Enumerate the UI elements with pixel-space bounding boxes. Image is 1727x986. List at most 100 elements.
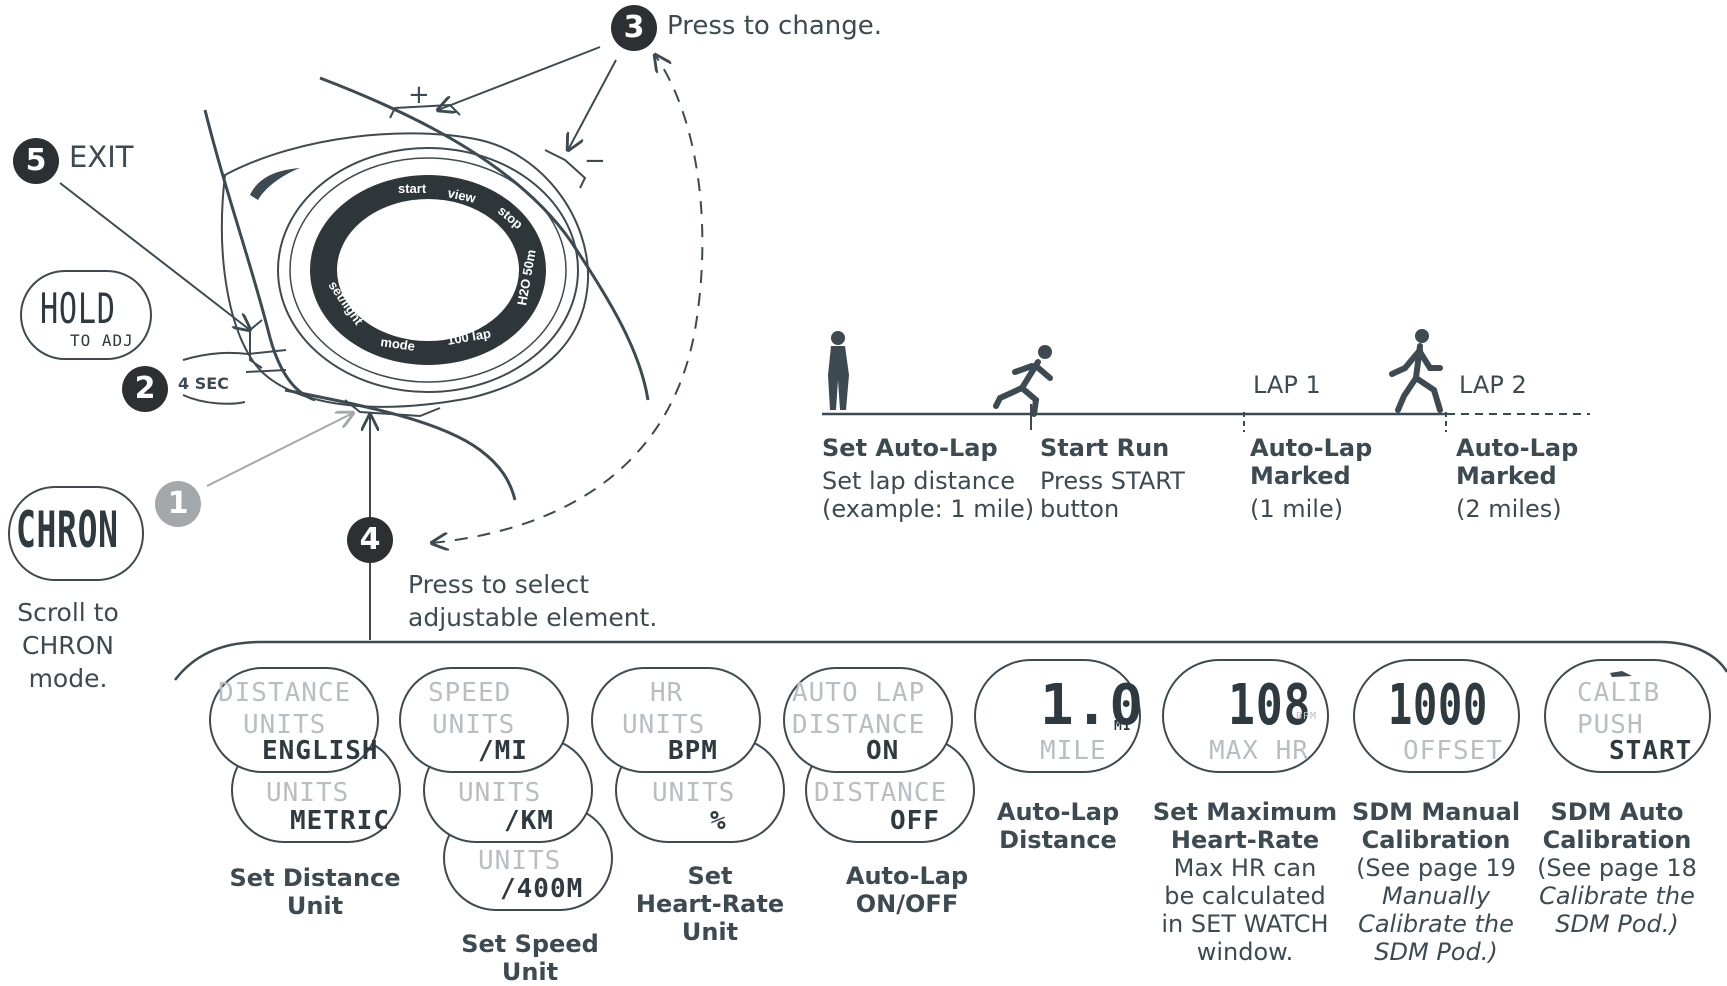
step-lap2-title2: Marked [1456, 462, 1557, 490]
calib-screen [1544, 659, 1711, 773]
autolap-screen-line2: DISTANCE [792, 710, 926, 740]
press-to-select-label: Press to select [408, 570, 590, 599]
arrow-step3-minus [568, 59, 617, 150]
calib-screen-start: START [1609, 736, 1693, 766]
hold-display [20, 270, 152, 360]
step-set-autolap-line1: Set lap distance [822, 467, 1015, 495]
autolap-screen-off: OFF [890, 806, 940, 836]
lcd-screen-shapes [209, 659, 1711, 911]
step-set-autolap-title: Set Auto-Lap [822, 434, 998, 462]
running-runner-icon [1389, 329, 1443, 413]
dist-screen-english: ENGLISH [262, 736, 379, 766]
speed-screen-400m: /400M [500, 874, 584, 904]
arrow-step5-exit [59, 182, 250, 330]
caption-manual-2: Calibration [1361, 826, 1511, 854]
caption-maxhr-3: Max HR can [1173, 854, 1317, 882]
mile-screen-unit: MI [1114, 719, 1132, 734]
step-lap1-title: Auto-Lap [1250, 434, 1373, 462]
step-1-badge: 1 [155, 481, 201, 527]
bottom-bracket [174, 640, 1727, 681]
caption-autolap-2: ON/OFF [855, 890, 959, 918]
mile-screen [974, 659, 1141, 773]
dist-screen-units2: UNITS [266, 778, 350, 808]
step-5-badge: 5 [13, 138, 59, 184]
caption-mile-1: Auto-Lap [996, 798, 1120, 826]
mile-screen-sub: MILE [1040, 736, 1107, 766]
step-4-badge: 4 [347, 517, 393, 563]
press-to-change-label: Press to change. [667, 11, 883, 41]
bezel-start: start [398, 181, 427, 196]
chron-label: CHRON [21, 631, 114, 660]
mode-button [344, 399, 441, 418]
step-start-run-line2: button [1040, 495, 1120, 523]
watch-illustration [203, 76, 650, 501]
speed-screen-line2: UNITS [432, 710, 516, 740]
step-set-autolap-line2: (example: 1 mile) [822, 495, 1035, 523]
watch-strap-left [203, 109, 316, 402]
hr-screen-units2: UNITS [652, 778, 736, 808]
offset-screen-sub: OFFSET [1403, 736, 1503, 766]
maxhr-screen [1162, 659, 1329, 773]
mile-screen-value: 1.0 [1040, 673, 1145, 738]
arrow-step1-gray [206, 413, 353, 487]
dist-screen-line2: UNITS [243, 710, 327, 740]
maxhr-screen-value: 108 [1228, 673, 1312, 738]
step-lap1-line1: (1 mile) [1250, 495, 1344, 523]
offset-screen-value: 1000 [1388, 673, 1488, 738]
step-start-run-line1: Press START [1040, 467, 1185, 495]
brand-swoosh-icon [250, 168, 300, 200]
caption-maxhr-4: be calculated [1164, 882, 1326, 910]
mode-label: mode. [28, 664, 108, 693]
caption-speed-2: Unit [501, 958, 559, 986]
step-start-run-title: Start Run [1040, 434, 1170, 462]
maxhr-screen-unit: BPM [1296, 711, 1318, 722]
speed-screen-front [399, 667, 569, 773]
step-2-badge: 2 [122, 366, 168, 412]
caption-auto-2: Calibration [1542, 826, 1692, 854]
speed-screen-mi: /MI [478, 736, 528, 766]
hr-screen-line1: HR [650, 678, 684, 708]
caption-auto-3: (See page 18 [1537, 854, 1697, 882]
calib-screen-line1: CALIB [1577, 678, 1661, 708]
standing-runner-icon [828, 331, 849, 410]
step-lap2-title: Auto-Lap [1456, 434, 1579, 462]
caption-manual-3: (See page 19 [1356, 854, 1516, 882]
hr-screen-line2: UNITS [622, 710, 706, 740]
hold-4sec-label: 4 SEC [178, 374, 229, 393]
plus-label: + [408, 80, 430, 110]
caption-maxhr-6: window. [1196, 938, 1294, 966]
chron-display [8, 486, 144, 581]
maxhr-screen-sub: MAX HR [1209, 736, 1309, 766]
speed-screen-units3: UNITS [478, 846, 562, 876]
scroll-to-label: Scroll to [17, 598, 119, 627]
lap2-label: LAP 2 [1459, 371, 1527, 399]
sprint-runner-icon [993, 345, 1053, 417]
caption-speed-1: Set Speed [461, 930, 599, 958]
exit-label: EXIT [69, 140, 134, 174]
caption-hr-1: Set [687, 862, 733, 890]
timeline [822, 404, 1590, 432]
caption-auto-1: SDM Auto [1550, 798, 1684, 826]
autolap-screen-on: ON [866, 736, 900, 766]
caption-hr-2: Heart-Rate [635, 890, 785, 918]
caption-maxhr-1: Set Maximum [1152, 798, 1338, 826]
shoe-icon [1610, 671, 1632, 677]
minus-label: − [584, 146, 606, 176]
light-button [249, 319, 263, 369]
autolap-screen-distance2: DISTANCE [814, 778, 948, 808]
caption-auto-5: SDM Pod.) [1555, 910, 1679, 938]
hr-screen-front [591, 667, 761, 773]
hold-display-text: HOLD [40, 284, 116, 333]
hr-screen-bpm: BPM [668, 736, 718, 766]
dist-screen-metric: METRIC [290, 806, 390, 836]
caption-manual-4: Manually [1381, 882, 1491, 910]
bezel-mode: mode [380, 334, 416, 354]
arrow-step3-plus [438, 46, 601, 110]
caption-manual-5: Calibrate the [1358, 910, 1514, 938]
calib-screen-line2: PUSH [1577, 710, 1644, 740]
adjustable-element-label: adjustable element. [408, 603, 658, 632]
offset-screen [1353, 659, 1520, 773]
caption-mile-2: Distance [999, 826, 1117, 854]
caption-manual-6: SDM Pod.) [1374, 938, 1498, 966]
